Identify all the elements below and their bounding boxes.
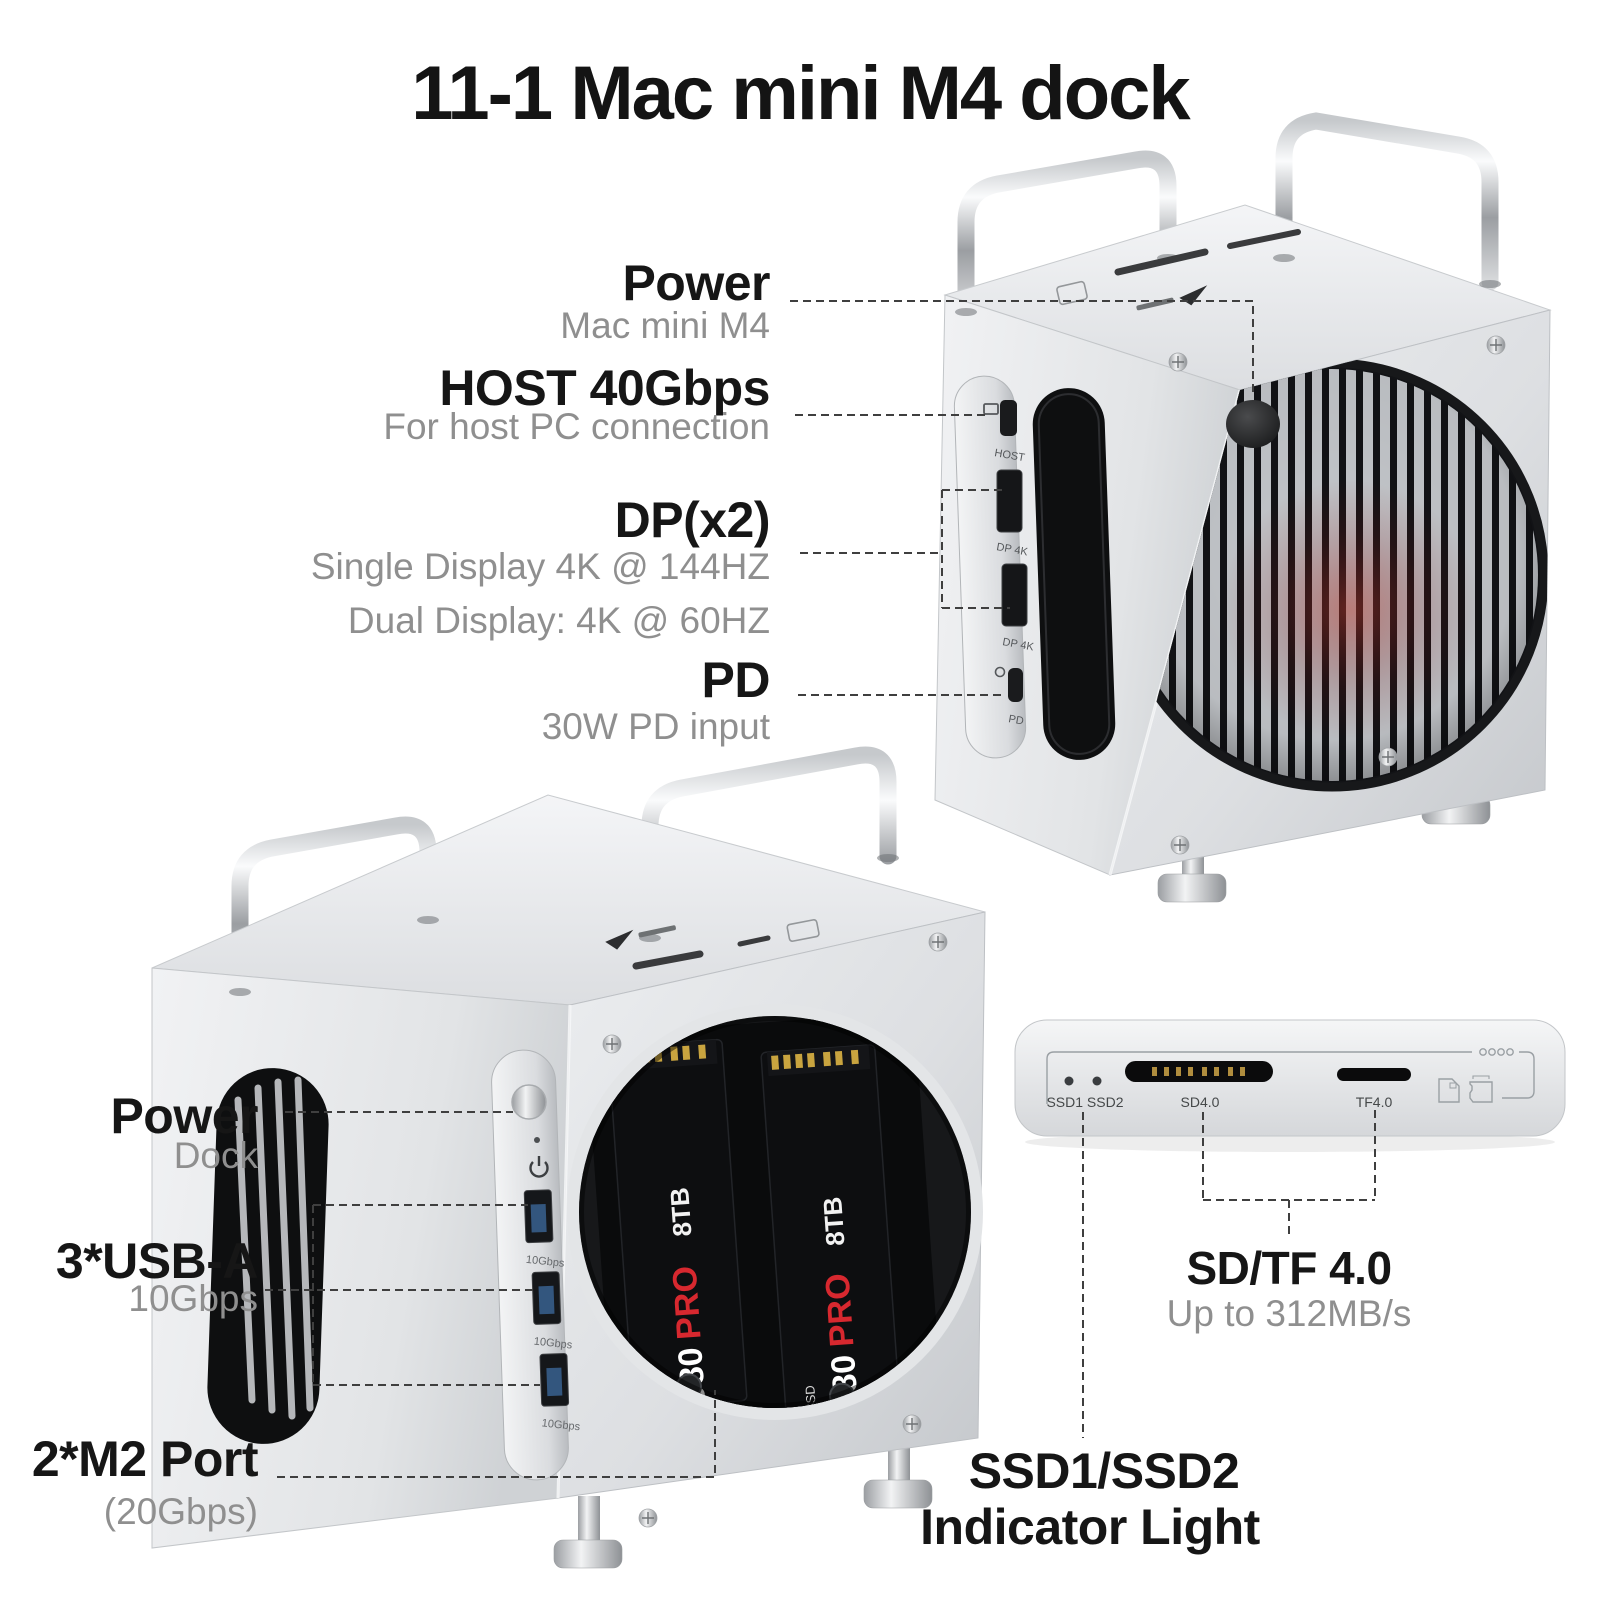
- top-face-icon: [786, 919, 820, 942]
- leader-sdtf: [1202, 1110, 1376, 1238]
- handle-icon: [957, 150, 1177, 321]
- leader-m2: [277, 1390, 716, 1478]
- led-dot: [534, 1137, 540, 1143]
- top-face-slots: [632, 935, 771, 970]
- sd-slot: [1125, 1061, 1273, 1082]
- callout-m2-sub: (20Gbps): [103, 1491, 258, 1532]
- vent-slot: [1032, 388, 1116, 760]
- callout-dp-sub1: Single Display 4K @ 144HZ: [310, 546, 770, 587]
- dp-port: [1001, 563, 1028, 627]
- callout-ssd-indicator-line2: Indicator Light: [920, 1499, 1260, 1555]
- leader-dp: [800, 489, 1010, 609]
- page-title: 11-1 Mac mini M4 dock: [411, 51, 1190, 136]
- panel-tf-label: TF4.0: [1356, 1094, 1393, 1110]
- tf-slot: [1337, 1068, 1411, 1081]
- power-button: [1226, 400, 1280, 448]
- host-port-label: HOST: [993, 447, 1025, 464]
- host-port: [1000, 400, 1017, 436]
- callout-dp-sub2: Dual Display: 4K @ 60HZ: [347, 600, 770, 641]
- callout-sdtf-title: SD/TF 4.0: [1186, 1242, 1392, 1294]
- dp-port: [996, 469, 1023, 533]
- dp-port-label: DP 4K: [1001, 636, 1035, 653]
- callout-m2-title: 2*M2 Port: [31, 1431, 259, 1487]
- callout-dp-title: DP(x2): [614, 492, 771, 548]
- usb-speed-label: 10Gbps: [525, 1254, 565, 1270]
- pd-port: [1008, 668, 1023, 702]
- leader-usb: [265, 1204, 540, 1386]
- pd-port-label: PD: [1007, 713, 1024, 727]
- m2-ssd-card: 8TB SSD 980PRO: [760, 1044, 901, 1413]
- callout-pd-title: PD: [701, 652, 771, 708]
- ssd2-led: [1092, 1076, 1102, 1086]
- leader-lines: [265, 300, 1376, 1478]
- dock-foot: [553, 1438, 933, 1569]
- front-panel-closeup: SSD1 SSD2 SD4.0 TF4.0: [1014, 1019, 1566, 1152]
- top-face-slots: [1114, 229, 1301, 276]
- handle-icon: [231, 816, 437, 999]
- callout-power-host-sub: Mac mini M4: [560, 305, 770, 346]
- panel-led-label: SSD1 SSD2: [1046, 1094, 1123, 1110]
- callout-usb-sub: 10Gbps: [128, 1278, 258, 1319]
- callout-power-host-title: Power: [622, 255, 770, 311]
- usb-speed-label: 10Gbps: [533, 1336, 573, 1352]
- panel-sd-label: SD4.0: [1181, 1094, 1220, 1110]
- microsd-card-icon: [1469, 1075, 1493, 1103]
- top-face-icon: [1056, 280, 1088, 306]
- ssd-capacity-label: 8TB: [817, 1196, 850, 1247]
- pd-icon: [994, 666, 1006, 678]
- dock-front-view: 8TB SSD 980PRO 8TB SSD 980PRO: [151, 746, 986, 1569]
- callout-host-title: HOST 40Gbps: [439, 360, 770, 416]
- dp-port-label: DP 4K: [995, 541, 1029, 558]
- monitor-icon: [983, 403, 999, 415]
- dock-rear-view: HOST DP 4K DP 4K PD: [934, 112, 1552, 903]
- usb-speed-label: 10Gbps: [541, 1417, 581, 1433]
- callout-sdtf-sub: Up to 312MB/s: [1166, 1293, 1412, 1334]
- panel-detect-dots: [1479, 1048, 1514, 1056]
- leader-power-host: [790, 300, 1254, 396]
- callout-ssd-indicator-line1: SSD1/SSD2: [968, 1443, 1240, 1499]
- ssd1-led: [1064, 1076, 1074, 1086]
- ssd-tag-label: SSD: [802, 1385, 819, 1413]
- ssd-capacity-label: 8TB: [664, 1186, 697, 1237]
- callout-power-dock-sub: Dock: [173, 1135, 258, 1176]
- rear-port-strip: HOST DP 4K DP 4K PD: [953, 375, 1035, 759]
- brand-logo: [605, 925, 676, 950]
- sd-card-icon: [1438, 1078, 1460, 1103]
- handle-icon: [641, 746, 897, 945]
- panel-etched-line: [1046, 1051, 1472, 1104]
- power-icon: [529, 1156, 549, 1178]
- m2-ssd-card: 8TB SSD 980PRO: [607, 1038, 748, 1408]
- callout-host-sub: For host PC connection: [383, 406, 770, 447]
- callout-usb-title: 3*USB-A: [55, 1233, 259, 1289]
- callout-power-dock-title: Power: [110, 1088, 258, 1144]
- front-port-strip: 10Gbps 10Gbps 10Gbps: [491, 1049, 581, 1481]
- power-button: [511, 1084, 547, 1120]
- handle-icon: [1275, 112, 1499, 291]
- callout-pd-sub: 30W PD input: [541, 706, 770, 747]
